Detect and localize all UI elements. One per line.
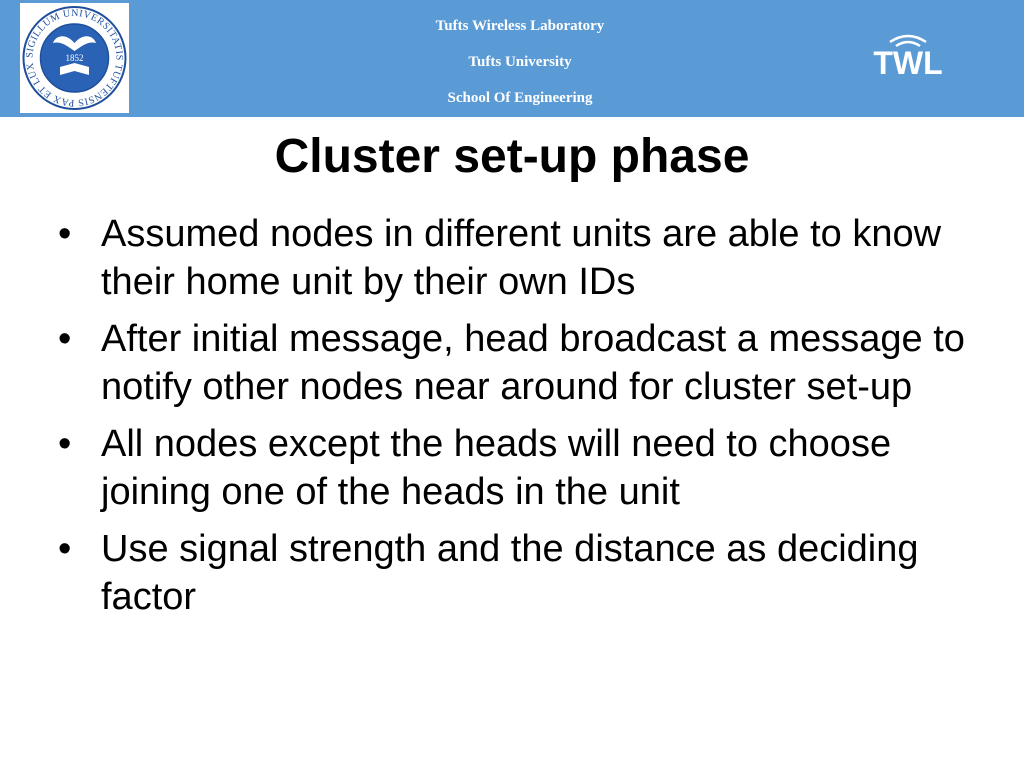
header-bar: SIGILLUM UNIVERSITATIS TUFTENSIS PAX ET … [0, 0, 1024, 117]
bullet-item: • All nodes except the heads will need t… [58, 420, 978, 516]
bullet-text: All nodes except the heads will need to … [101, 423, 892, 513]
bullet-item: • After initial message, head broadcast … [58, 315, 978, 411]
twl-logo-text: TWL [873, 45, 942, 80]
bullet-text: Assumed nodes in different units are abl… [101, 213, 942, 303]
bullet-marker: • [58, 423, 72, 465]
bullet-text: Use signal strength and the distance as … [101, 528, 919, 618]
header-line-university: Tufts University [468, 54, 572, 70]
slide-title: Cluster set-up phase [274, 130, 750, 183]
bullet-marker: • [58, 213, 72, 255]
university-seal-icon: SIGILLUM UNIVERSITATIS TUFTENSIS PAX ET … [20, 3, 129, 113]
header-line-lab: Tufts Wireless Laboratory [435, 18, 605, 34]
bullet-item: • Use signal strength and the distance a… [58, 525, 978, 621]
twl-logo-icon: TWL [860, 28, 956, 80]
bullet-marker: • [58, 528, 72, 570]
bullet-marker: • [58, 318, 72, 360]
bullet-item: • Assumed nodes in different units are a… [58, 210, 978, 306]
header-text-block: Tufts Wireless Laboratory Tufts Universi… [320, 12, 720, 120]
bullet-list: • Assumed nodes in different units are a… [58, 210, 978, 630]
header-line-school: School Of Engineering [447, 90, 593, 106]
bullet-text: After initial message, head broadcast a … [101, 318, 965, 408]
seal-year: 1852 [66, 53, 84, 63]
